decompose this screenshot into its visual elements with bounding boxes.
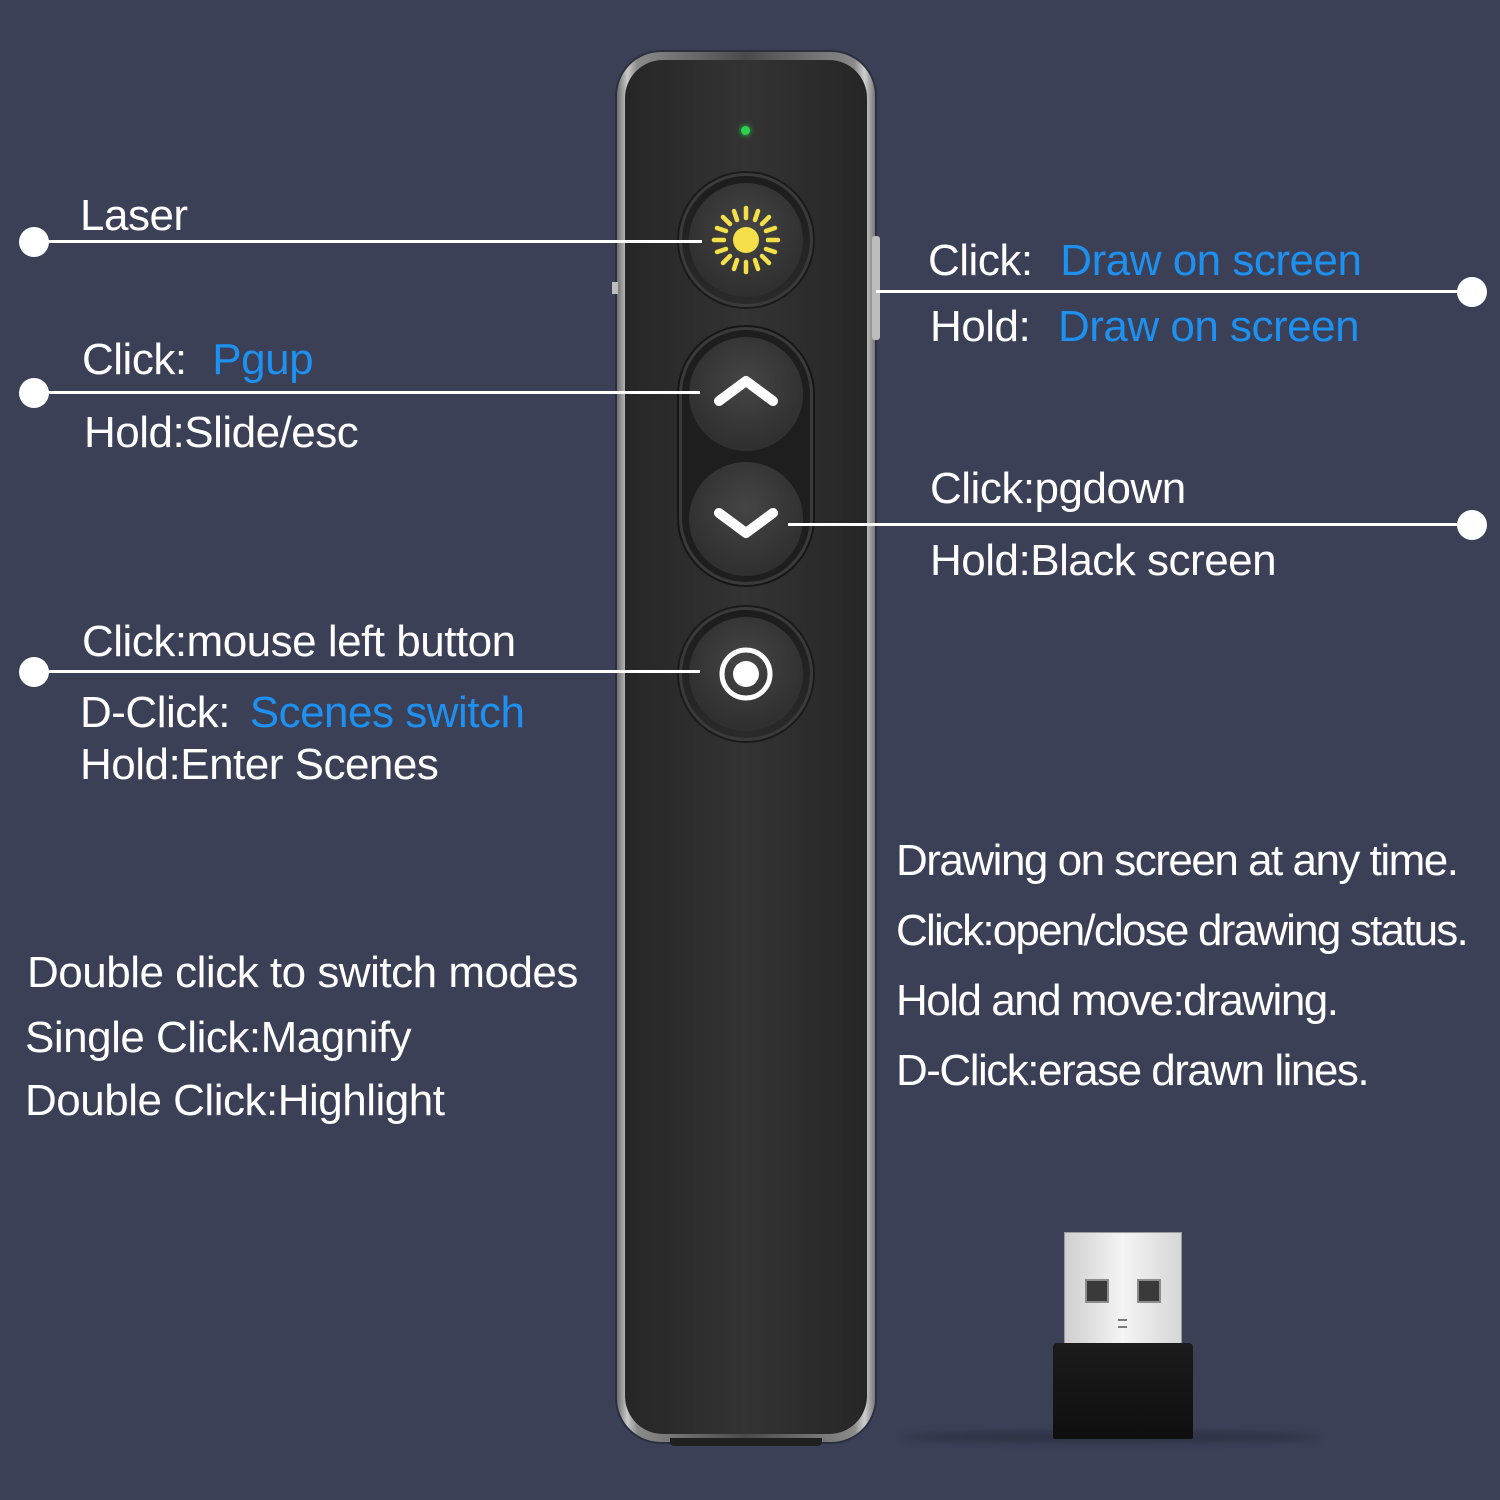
drawing-note-line2: Click:open/close drawing status. <box>896 906 1469 955</box>
modes-note-line2: Single Click:Magnify <box>25 1013 412 1062</box>
draw-click-action: Draw on screen <box>1060 236 1362 285</box>
usb-contact-right <box>1137 1279 1161 1303</box>
laser-sun-icon <box>711 205 781 275</box>
modes-note-line3: Double Click:Highlight <box>25 1076 445 1125</box>
drawing-note-line3: Hold and move:drawing. <box>896 976 1339 1025</box>
mouse-dclick-label: D-Click: Scenes switch <box>80 688 525 737</box>
pgup-click-label: Click: Pgup <box>82 335 314 384</box>
draw-hold-prefix: Hold: <box>930 302 1031 351</box>
drawing-note-line1: Drawing on screen at any time. <box>896 836 1459 885</box>
usb-receiver-body <box>1053 1343 1193 1439</box>
callout-line-pgdown <box>788 523 1472 526</box>
draw-hold-label: Hold: Draw on screen <box>930 302 1360 351</box>
bottom-port <box>670 1438 822 1446</box>
laser-label: Laser <box>80 191 188 240</box>
mouse-click-label: Click:mouse left button <box>82 617 516 666</box>
chevron-down-icon <box>714 508 778 538</box>
pgup-click-action: Pgup <box>212 335 314 384</box>
usb-receiver <box>1064 1232 1182 1346</box>
chevron-up-icon <box>714 376 778 406</box>
mouse-dclick-prefix: D-Click: <box>80 688 230 737</box>
page-up-button[interactable] <box>689 337 803 451</box>
drawing-note-line4: D-Click:erase drawn lines. <box>896 1046 1370 1095</box>
draw-click-prefix: Click: <box>928 236 1033 285</box>
status-led <box>741 126 750 135</box>
pgup-click-prefix: Click: <box>82 335 187 384</box>
usb-mark <box>1118 1319 1127 1328</box>
draw-hold-action: Draw on screen <box>1057 302 1360 351</box>
mouse-dclick-action: Scenes switch <box>249 688 525 737</box>
callout-line-draw <box>876 290 1472 293</box>
pgdown-hold-label: Hold:Black screen <box>930 536 1277 585</box>
callout-line-mouse <box>34 670 700 673</box>
page-down-button[interactable] <box>689 462 803 576</box>
mouse-hold-label: Hold:Enter Scenes <box>80 740 439 789</box>
side-nub <box>612 282 618 294</box>
usb-contact-left <box>1085 1279 1109 1303</box>
callout-line-laser <box>34 240 702 243</box>
callout-line-pgup <box>34 391 700 394</box>
pgdown-click-label: Click:pgdown <box>930 464 1186 513</box>
ring-dot-icon <box>719 647 773 701</box>
side-draw-button[interactable] <box>872 236 880 340</box>
draw-click-label: Click: Draw on screen <box>928 236 1362 285</box>
modes-note-line1: Double click to switch modes <box>27 948 578 997</box>
pgup-hold-label: Hold:Slide/esc <box>84 408 359 457</box>
